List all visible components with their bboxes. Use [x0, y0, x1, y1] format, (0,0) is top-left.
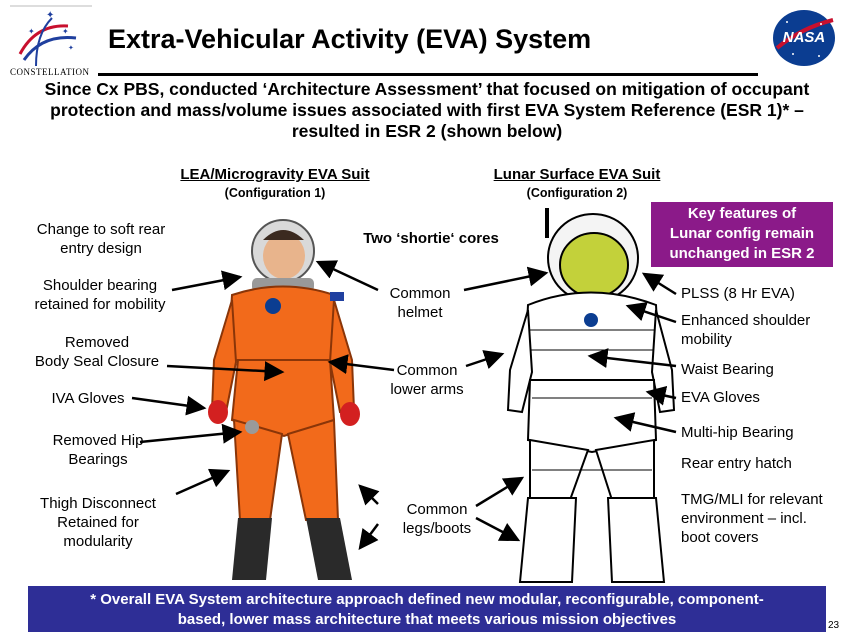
- label-common-helmet: Common helmet: [389, 285, 451, 321]
- footer-line-1: * Overall EVA System architecture approa…: [90, 591, 764, 608]
- left-suit-title: LEA/Microgravity EVA Suit: [180, 166, 370, 183]
- constellation-logo-icon: ✦ ✦ ✦ ✦: [10, 5, 92, 67]
- label-enhanced-shoulder: Enhanced shoulder mobility: [681, 312, 811, 348]
- page-title: Extra-Vehicular Activity (EVA) System: [108, 24, 592, 54]
- white-suit-figure: [506, 208, 676, 583]
- left-suit-config: (Configuration 1): [224, 186, 326, 200]
- nasa-logo-text: NASA: [782, 29, 826, 46]
- left-suit-heading: LEA/Microgravity EVA Suit (Configuration…: [160, 165, 390, 203]
- center-arrows: [315, 260, 549, 550]
- svg-text:✦: ✦: [46, 10, 54, 21]
- label-waist-bearing: Waist Bearing: [681, 361, 774, 378]
- nasa-logo: NASA: [771, 8, 837, 68]
- right-suit-heading: Lunar Surface EVA Suit (Configuration 2): [472, 165, 682, 203]
- orange-suit-figure: [208, 219, 360, 580]
- subtitle: Since Cx PBS, conducted ‘Architecture As…: [10, 79, 844, 142]
- label-hip-bearings: Removed Hip Bearings: [52, 432, 144, 468]
- subtitle-line-2: protection and mass/volume issues associ…: [50, 100, 804, 120]
- svg-text:✦: ✦: [62, 27, 69, 36]
- subtitle-line-1: Since Cx PBS, conducted ‘Architecture As…: [44, 79, 810, 99]
- subtitle-line-3: resulted in ESR 2 (shown below): [291, 121, 563, 141]
- label-shortie-cores: Two ‘shortie‘ cores: [363, 230, 499, 247]
- right-suit-config: (Configuration 2): [526, 186, 628, 200]
- footer-line-2: based, lower mass architecture that meet…: [177, 611, 677, 628]
- label-eva-gloves: EVA Gloves: [681, 389, 760, 406]
- page-number: 23: [828, 620, 840, 631]
- right-arrows: [587, 272, 677, 434]
- label-plss: PLSS (8 Hr EVA): [681, 285, 795, 302]
- label-thigh-disconnect: Thigh Disconnect Retained for modularity: [40, 495, 156, 550]
- label-tmg-mli: TMG/MLI for relevant environment – incl.…: [681, 491, 823, 546]
- right-suit-title: Lunar Surface EVA Suit: [493, 166, 661, 183]
- footer-banner: * Overall EVA System architecture approa…: [28, 586, 826, 632]
- label-rear-entry-hatch: Rear entry hatch: [681, 455, 792, 472]
- label-multi-hip: Multi-hip Bearing: [681, 424, 794, 441]
- svg-text:✦: ✦: [28, 27, 35, 36]
- label-common-lower-arms: Common lower arms: [390, 362, 464, 398]
- constellation-logo: ✦ ✦ ✦ ✦ CONSTELLATION: [6, 4, 92, 80]
- title-divider: [98, 73, 758, 76]
- svg-text:✦: ✦: [68, 44, 74, 52]
- nasa-meatball-icon: [773, 10, 835, 66]
- left-arrows: [131, 270, 285, 496]
- key-features-box: Key features of Lunar config remain unch…: [651, 202, 833, 267]
- label-iva-gloves: IVA Gloves: [51, 390, 125, 407]
- constellation-logo-text: CONSTELLATION: [10, 67, 90, 77]
- label-common-legs-boots: Common legs/boots: [402, 501, 472, 537]
- label-soft-rear-entry: Change to soft rear entry design: [36, 221, 166, 257]
- label-body-seal: Removed Body Seal Closure: [34, 334, 160, 370]
- label-shoulder-bearing: Shoulder bearing retained for mobility: [34, 277, 166, 313]
